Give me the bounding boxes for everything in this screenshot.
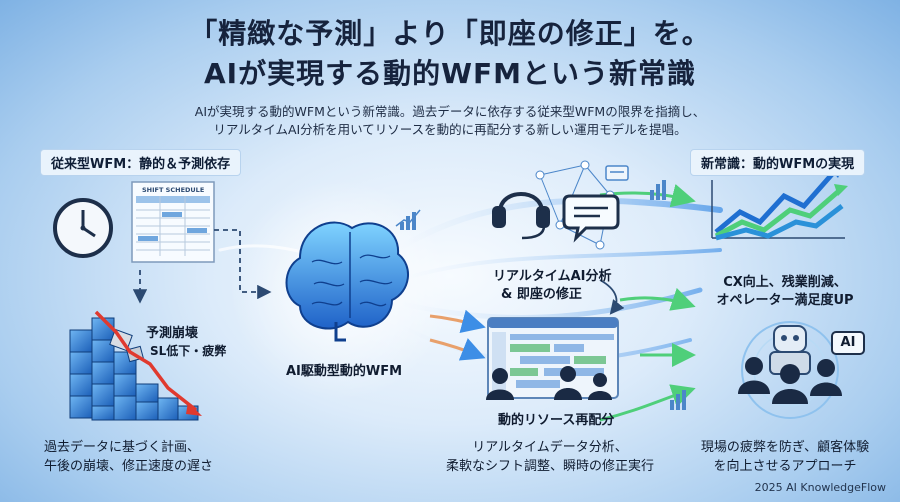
shift-schedule-icon: [131, 181, 215, 263]
subtitle-line-1: AIが実現する動的WFMという新常識。過去データに依存する従来型WFMの限界を指…: [194, 104, 706, 119]
team-icon: [486, 366, 612, 400]
robot-icon: [773, 325, 807, 353]
team-ai-group: [738, 321, 865, 419]
left-caption-line-1: 過去データに基づく計画、: [44, 440, 201, 455]
left-caption-line-2: 午後の崩壊、修正速度の遅さ: [44, 459, 214, 474]
center-caption-line-2: 柔軟なシフト調整、瞬時の修正実行: [445, 459, 654, 474]
right-caption-line-1: 現場の疲弊を防ぎ、顧客体験: [700, 440, 870, 455]
clock-icon: [53, 198, 113, 258]
right-caption-line-2: を向上させるアプローチ: [713, 459, 857, 474]
dashed-connectors: [132, 229, 272, 304]
center-caption-line-1: リアルタイムデータ分析、: [472, 440, 628, 455]
left-section-header: 従来型WFM：静的＆予測依存: [40, 149, 242, 176]
realloc-label: 動的リソース再配分: [498, 413, 615, 428]
brain-icon: [285, 221, 410, 342]
chat-bubble-icon: [562, 194, 620, 243]
red-decline-arrow: [94, 310, 198, 412]
ai-badge-box: [831, 331, 865, 355]
shift-schedule-label: SHIFT SCHEDULE: [142, 186, 205, 194]
mini-chart-icon-3: [650, 180, 666, 200]
mini-chart-icon: [400, 212, 416, 230]
headset-icon: [492, 192, 550, 240]
analysis-label-line-2: & 即座の修正: [501, 287, 582, 302]
small-chat-icon: [605, 165, 629, 181]
orange-arrows: [429, 309, 486, 361]
ai-badge-text: AI: [840, 335, 856, 350]
title-line-1: 「精緻な予測」より「即座の修正」を。: [189, 17, 711, 50]
right-section-header: 新常識：動的WFMの実現: [690, 149, 866, 176]
sl-decline-label: SL低下・疲弊: [150, 344, 227, 358]
title-line-2: AIが実現する動的WFMという新常識: [204, 57, 696, 90]
subtitle-line-2: リアルタイムAI分析を用いてリソースを動的に再配分する新しい運用モデルを提唱。: [213, 122, 687, 137]
result-label-line-1: CX向上、残業削減、: [723, 275, 847, 290]
analysis-label-line-1: リアルタイムAI分析: [493, 269, 612, 284]
result-label-line-2: オペレーター満足度UP: [716, 293, 854, 308]
footer-credit: 2025 AI KnowledgeFlow: [754, 481, 886, 494]
brain-label: AI駆動型動的WFM: [286, 364, 403, 379]
collapse-label: 予測崩壊: [146, 326, 199, 341]
mini-line-icon: [395, 209, 421, 227]
rising-chart: [711, 164, 848, 241]
mini-chart-icon-2: [670, 390, 686, 410]
